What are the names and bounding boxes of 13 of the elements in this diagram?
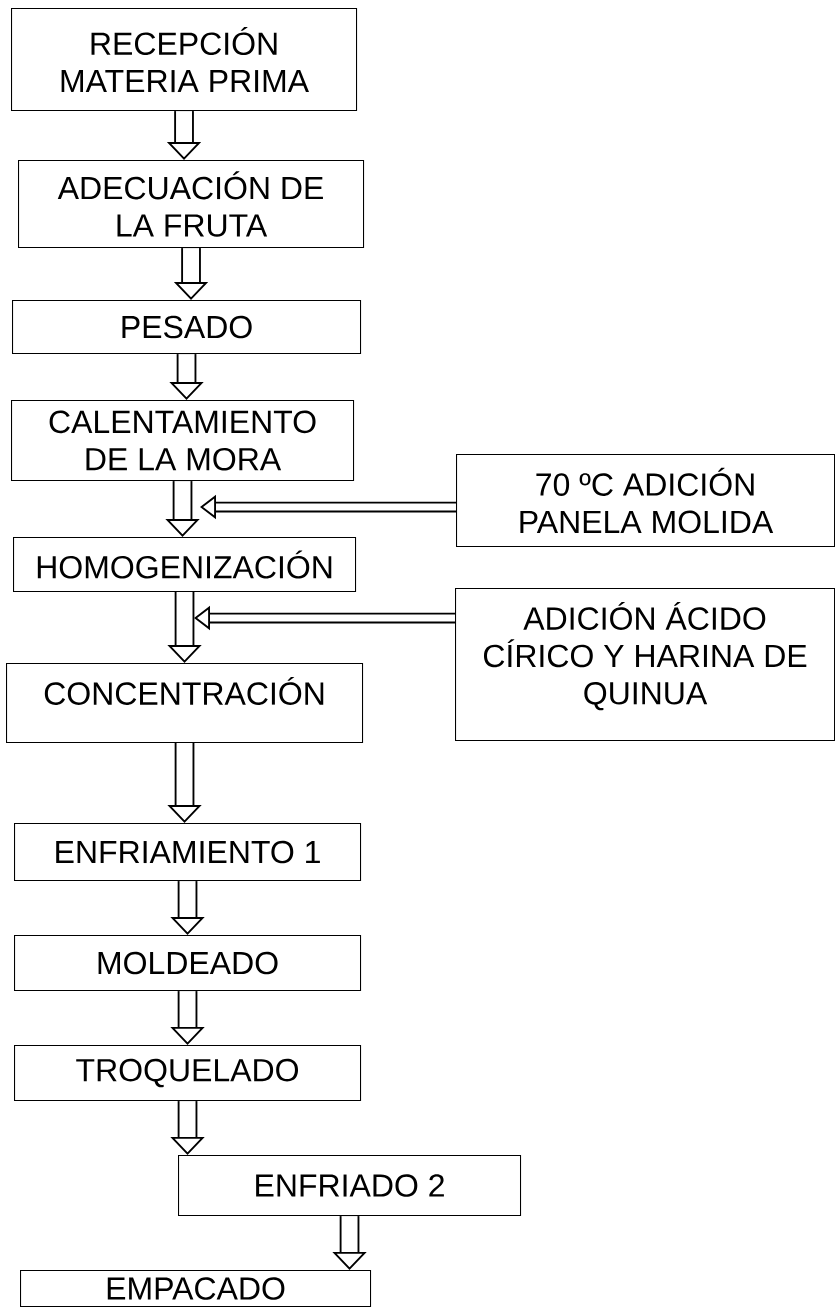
process-box: EMPACADO — [20, 1270, 372, 1307]
process-box: RECEPCIÓN MATERIA PRIMA — [11, 8, 358, 112]
process-box: 70 ºC ADICIÓN PANELA MOLIDA — [456, 454, 835, 548]
process-box: CALENTAMIENTO DE LA MORA — [11, 400, 355, 482]
process-box: ENFRIADO 2 — [178, 1155, 522, 1217]
process-box: ADICIÓN ÁCIDO CÍRICO Y HARINA DE QUINUA — [455, 588, 835, 742]
process-box: ADECUACIÓN DE LA FRUTA — [18, 160, 365, 249]
process-box: HOMOGENIZACIÓN — [13, 537, 357, 593]
process-box: ENFRIAMIENTO 1 — [14, 823, 362, 882]
process-box: CONCENTRACIÓN — [6, 663, 364, 744]
process-box: MOLDEADO — [14, 935, 362, 992]
process-box: TROQUELADO — [14, 1045, 362, 1102]
process-box: PESADO — [12, 300, 362, 355]
